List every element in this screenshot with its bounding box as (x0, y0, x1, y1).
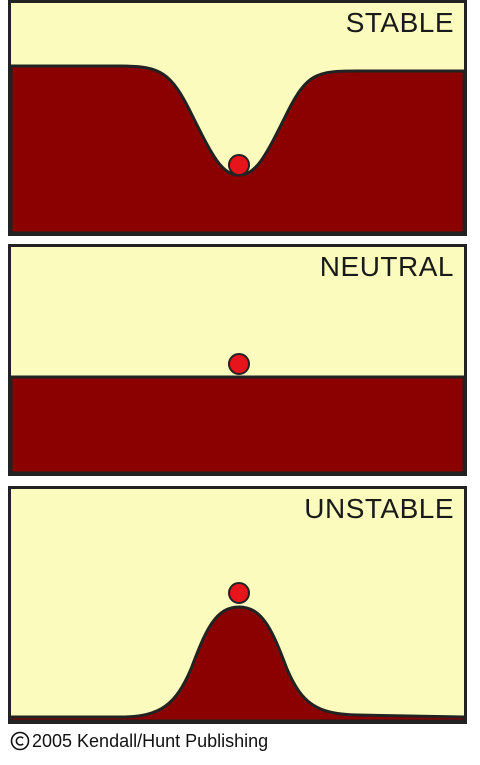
neutral-label: NEUTRAL (319, 251, 454, 282)
stable-panel: STABLE (8, 0, 467, 236)
copyright-line: 2005 Kendall/Hunt Publishing (10, 731, 268, 751)
neutral-panel: NEUTRAL (8, 244, 467, 476)
unstable-landscape (11, 582, 464, 721)
unstable-ball (228, 582, 250, 604)
stable-landscape (11, 64, 464, 233)
unstable-label: UNSTABLE (304, 493, 454, 524)
neutral-landscape (11, 353, 464, 473)
unstable-panel: UNSTABLE (8, 486, 467, 724)
stable-valley-ground (11, 64, 464, 233)
unstable-hill-ground (11, 605, 464, 721)
neutral-flat-ground (11, 375, 464, 473)
neutral-ball (228, 353, 250, 375)
stable-label: STABLE (345, 7, 454, 38)
copyright-text: 2005 Kendall/Hunt Publishing (32, 731, 269, 751)
copyright-icon (10, 731, 30, 751)
stable-ball (228, 154, 250, 176)
